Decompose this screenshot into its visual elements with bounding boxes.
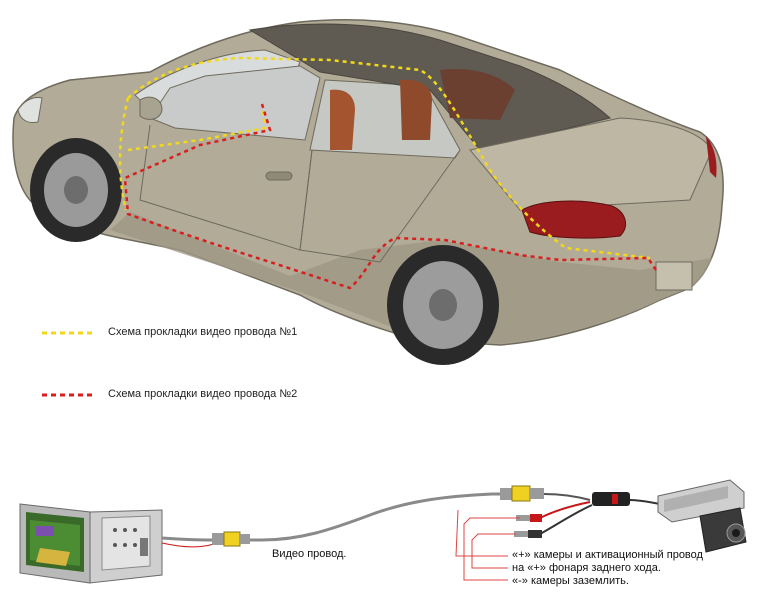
front-wheel bbox=[30, 138, 122, 242]
cable-to-camera bbox=[629, 499, 661, 505]
legend-label-route2: Схема прокладки видео провода №2 bbox=[108, 388, 298, 400]
power-plug-black bbox=[528, 530, 542, 538]
license-plate bbox=[655, 261, 693, 291]
trunk-lid bbox=[469, 117, 713, 211]
power-plug-red bbox=[530, 514, 542, 522]
tail-light-side bbox=[706, 136, 717, 178]
door-handle bbox=[265, 171, 293, 181]
cable-to-fuse bbox=[543, 493, 591, 501]
car-illustration bbox=[12, 19, 724, 365]
note-line-3: «-» камеры заземлить. bbox=[512, 575, 629, 587]
seat-front bbox=[330, 89, 355, 150]
power-tip bbox=[516, 515, 530, 521]
front-side-window bbox=[149, 65, 321, 141]
inline-module bbox=[592, 492, 630, 506]
note-line-2: на «+» фонаря заднего хода. bbox=[512, 562, 661, 574]
seat-interior bbox=[440, 68, 515, 120]
route1-path bbox=[118, 56, 651, 260]
seat-rear bbox=[400, 79, 432, 140]
tail-light bbox=[521, 200, 627, 239]
open-roof-cabin bbox=[248, 23, 612, 151]
legend-label-route1: Схема прокладки видео провода №1 bbox=[108, 326, 298, 338]
side-mirror bbox=[139, 96, 163, 120]
note-line-1: «+» камеры и активационный провод bbox=[512, 549, 703, 561]
ground-tip bbox=[514, 531, 528, 537]
rca-connector-1 bbox=[212, 531, 250, 547]
door-seam-rear bbox=[299, 149, 461, 263]
rear-camera bbox=[657, 479, 747, 553]
headlight bbox=[17, 97, 43, 123]
rca-connector-2 bbox=[500, 485, 544, 502]
power-wire-black bbox=[539, 504, 593, 535]
video-cable-label: Видео провод. bbox=[272, 548, 347, 560]
rear-wheel bbox=[387, 245, 499, 365]
video-cable-red bbox=[161, 542, 215, 548]
power-wire-red bbox=[539, 501, 591, 519]
note-leader bbox=[455, 509, 520, 581]
video-cable bbox=[161, 492, 514, 542]
head-unit bbox=[19, 503, 163, 584]
